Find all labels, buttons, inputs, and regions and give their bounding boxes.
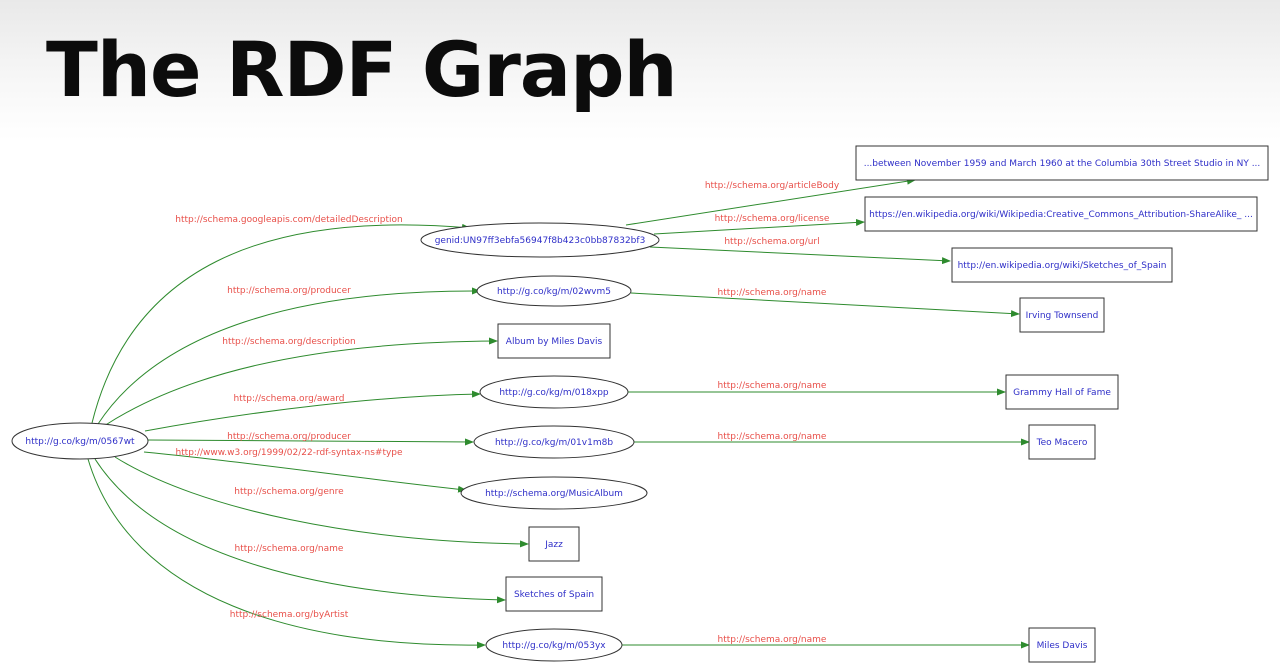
- edge-genid-wikiurl: http://schema.org/url: [649, 237, 951, 265]
- node-box: [1028, 627, 1096, 663]
- node-ellipse: [11, 422, 149, 460]
- node-musicalbum: http://schema.org/MusicAlbum: [460, 476, 648, 510]
- node-label: https://en.wikipedia.org/wiki/Wikipedia:…: [869, 210, 1253, 220]
- node-teo: Teo Macero: [1028, 424, 1096, 460]
- node-label: http://g.co/kg/m/053yx: [502, 641, 606, 651]
- edge-label: http://schema.org/byArtist: [230, 610, 349, 620]
- node-box: [1019, 297, 1105, 333]
- edge-line: [97, 287, 481, 425]
- edge-label: http://schema.org/license: [715, 214, 830, 224]
- edge-label: http://schema.org/name: [718, 635, 827, 645]
- node-artist: http://g.co/kg/m/053yx: [485, 628, 623, 662]
- edge-line: [653, 218, 865, 235]
- edge-label: http://schema.org/description: [222, 337, 355, 347]
- node-box: [1005, 374, 1119, 410]
- node-label: Sketches of Spain: [514, 590, 594, 600]
- node-label: Album by Miles Davis: [506, 337, 603, 347]
- edge-genid-body: http://schema.org/articleBody: [625, 177, 916, 226]
- edge-root-genid: http://schema.googleapis.com/detailedDes…: [91, 215, 471, 424]
- node-label: http://schema.org/MusicAlbum: [485, 489, 623, 499]
- node-box: [951, 247, 1173, 283]
- edge-line: [630, 292, 1020, 318]
- node-name: Sketches of Spain: [505, 576, 603, 612]
- edge-root-award: http://schema.org/award: [144, 390, 481, 432]
- node-label: http://g.co/kg/m/018xpp: [499, 388, 609, 398]
- edge-line: [94, 458, 506, 604]
- node-box: [497, 323, 611, 359]
- node-grammy: Grammy Hall of Fame: [1005, 374, 1119, 410]
- edge-artist-miles: http://schema.org/name: [622, 635, 1030, 649]
- node-ellipse: [473, 425, 635, 459]
- node-box: [855, 145, 1269, 181]
- edge-prod1-irving: http://schema.org/name: [630, 288, 1020, 318]
- edge-line: [649, 246, 951, 265]
- edge-label: http://schema.googleapis.com/detailedDes…: [175, 215, 402, 225]
- node-wikiurl: http://en.wikipedia.org/wiki/Sketches_of…: [951, 247, 1173, 283]
- edge-root-album: http://schema.org/description: [103, 337, 498, 427]
- node-root: http://g.co/kg/m/0567wt: [11, 422, 149, 460]
- edge-label: http://schema.org/name: [718, 381, 827, 391]
- node-label: http://g.co/kg/m/0567wt: [25, 437, 135, 447]
- node-label: Irving Townsend: [1026, 311, 1099, 321]
- node-body: ...between November 1959 and March 1960 …: [855, 145, 1269, 181]
- edge-label: http://schema.org/producer: [227, 286, 351, 296]
- node-label: Miles Davis: [1037, 641, 1088, 651]
- edge-line: [114, 456, 529, 548]
- edge-line: [144, 390, 481, 432]
- edge-prod2-teo: http://schema.org/name: [634, 432, 1030, 446]
- edge-label: http://schema.org/articleBody: [705, 181, 840, 191]
- node-label: http://g.co/kg/m/02wvm5: [497, 287, 611, 297]
- node-label: genid:UN97ff3ebfa56947f8b423c0bb87832bf3: [435, 236, 646, 246]
- edge-label: http://schema.org/name: [718, 288, 827, 298]
- edge-line: [625, 177, 916, 226]
- node-box: [864, 196, 1258, 232]
- edge-line: [91, 223, 471, 424]
- node-ellipse: [460, 476, 648, 510]
- node-label: http://en.wikipedia.org/wiki/Sketches_of…: [958, 261, 1167, 271]
- edge-root-prod2: http://schema.org/producer: [147, 432, 474, 446]
- node-label: Teo Macero: [1036, 438, 1088, 448]
- edge-label: http://schema.org/name: [235, 544, 344, 554]
- node-album: Album by Miles Davis: [497, 323, 611, 359]
- node-label: ...between November 1959 and March 1960 …: [864, 159, 1261, 169]
- edge-label: http://schema.org/genre: [234, 487, 344, 497]
- node-ellipse: [420, 222, 660, 258]
- edge-label: http://schema.org/url: [724, 237, 819, 247]
- node-ellipse: [485, 628, 623, 662]
- edge-root-jazz: http://schema.org/genre: [114, 456, 529, 548]
- node-box: [1028, 424, 1096, 460]
- node-prod1: http://g.co/kg/m/02wvm5: [476, 275, 632, 307]
- edge-label: http://schema.org/producer: [227, 432, 351, 442]
- edge-genid-license: http://schema.org/license: [653, 214, 865, 235]
- node-label: Jazz: [544, 540, 563, 550]
- node-label: http://g.co/kg/m/01v1m8b: [495, 438, 613, 448]
- edge-root-prod1: http://schema.org/producer: [97, 286, 481, 425]
- edge-root-name: http://schema.org/name: [94, 458, 506, 604]
- node-ellipse: [476, 275, 632, 307]
- node-genid: genid:UN97ff3ebfa56947f8b423c0bb87832bf3: [420, 222, 660, 258]
- node-ellipse: [479, 375, 629, 409]
- edge-line: [87, 458, 486, 649]
- edge-label: http://schema.org/name: [718, 432, 827, 442]
- edge-line: [147, 438, 474, 446]
- node-award: http://g.co/kg/m/018xpp: [479, 375, 629, 409]
- node-miles: Miles Davis: [1028, 627, 1096, 663]
- edge-award-grammy: http://schema.org/name: [628, 381, 1006, 396]
- edge-root-musicalbum: http://www.w3.org/1999/02/22-rdf-syntax-…: [143, 448, 467, 493]
- node-irving: Irving Townsend: [1019, 297, 1105, 333]
- edge-line: [103, 337, 498, 427]
- edge-label: http://www.w3.org/1999/02/22-rdf-syntax-…: [175, 448, 403, 458]
- node-license: https://en.wikipedia.org/wiki/Wikipedia:…: [864, 196, 1258, 232]
- slide-title: The RDF Graph: [46, 25, 678, 114]
- node-box: [528, 526, 580, 562]
- edge-label: http://schema.org/award: [233, 394, 344, 404]
- node-box: [505, 576, 603, 612]
- edge-root-artist: http://schema.org/byArtist: [87, 458, 486, 649]
- node-prod2: http://g.co/kg/m/01v1m8b: [473, 425, 635, 459]
- edge-line: [143, 451, 467, 493]
- node-label: Grammy Hall of Fame: [1013, 388, 1111, 398]
- node-jazz: Jazz: [528, 526, 580, 562]
